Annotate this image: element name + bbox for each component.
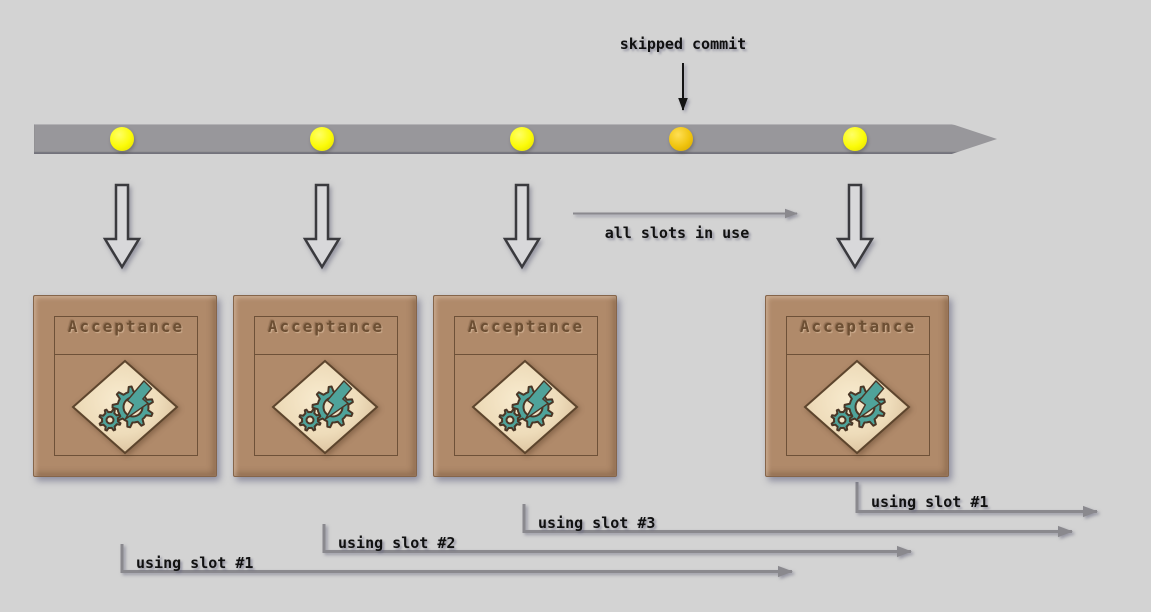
stage-title: Acceptance bbox=[255, 317, 397, 355]
stage-decision-icon bbox=[471, 359, 579, 455]
down-arrow-3 bbox=[503, 183, 541, 269]
skipped-commit-dot bbox=[669, 127, 693, 151]
stage-panel: Acceptance bbox=[54, 316, 198, 456]
down-arrow-1 bbox=[103, 183, 141, 269]
down-arrow-4 bbox=[836, 183, 874, 269]
slot-label-1: using slot #1 bbox=[136, 554, 254, 572]
acceptance-stage-3: Acceptance bbox=[433, 295, 617, 477]
commit-dot bbox=[843, 127, 867, 151]
stage-panel: Acceptance bbox=[454, 316, 598, 456]
slot-label-3: using slot #3 bbox=[538, 514, 656, 532]
stage-title: Acceptance bbox=[455, 317, 597, 355]
acceptance-stage-4: Acceptance bbox=[765, 295, 949, 477]
lightning-icon bbox=[524, 380, 553, 420]
lightning-icon bbox=[856, 380, 885, 420]
commit-dot bbox=[310, 127, 334, 151]
commit-dot bbox=[510, 127, 534, 151]
slot-label-2: using slot #2 bbox=[338, 534, 456, 552]
acceptance-stage-2: Acceptance bbox=[233, 295, 417, 477]
slot-label-4: using slot #1 bbox=[871, 493, 989, 511]
small-gear-hub bbox=[505, 415, 515, 425]
stage-decision-icon bbox=[271, 359, 379, 455]
down-arrow-2 bbox=[303, 183, 341, 269]
stage-decision-icon bbox=[803, 359, 911, 455]
commit-dot bbox=[110, 127, 134, 151]
all-slots-label: all slots in use bbox=[604, 224, 750, 242]
small-gear-hub bbox=[105, 415, 115, 425]
small-gear-hub bbox=[305, 415, 315, 425]
stage-panel: Acceptance bbox=[254, 316, 398, 456]
stage-title: Acceptance bbox=[55, 317, 197, 355]
skipped-commit-label: skipped commit bbox=[619, 35, 747, 53]
small-gear-hub bbox=[837, 415, 847, 425]
acceptance-stage-1: Acceptance bbox=[33, 295, 217, 477]
stage-decision-icon bbox=[71, 359, 179, 455]
lightning-icon bbox=[124, 380, 153, 420]
stage-panel: Acceptance bbox=[786, 316, 930, 456]
lightning-icon bbox=[324, 380, 353, 420]
stage-title: Acceptance bbox=[787, 317, 929, 355]
